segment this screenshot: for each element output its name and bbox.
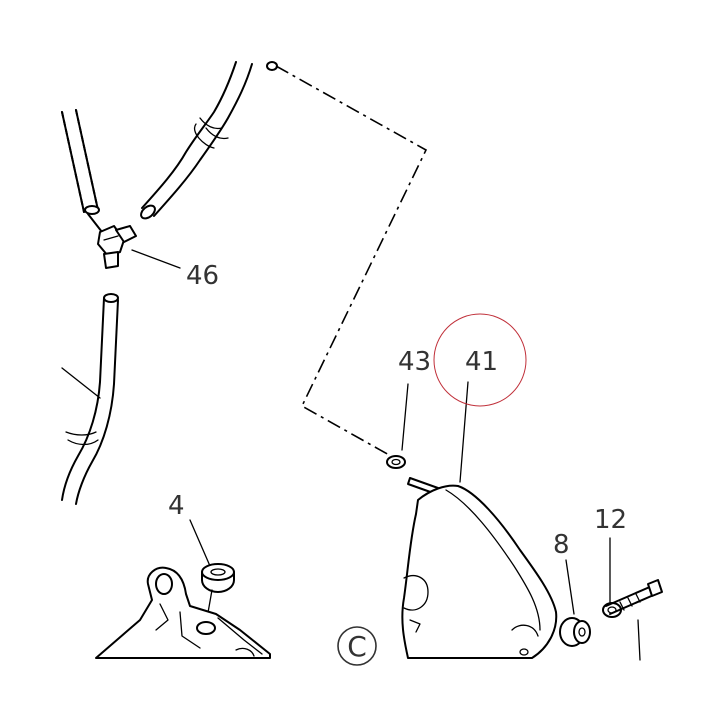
hose-clip [266,61,278,71]
hose-left-upper [61,109,103,233]
highlight-circle [433,313,527,407]
label-43: 43 [398,347,431,377]
label-8: 8 [553,530,570,560]
view-marker-label: C [347,630,367,663]
label-4: 4 [168,491,185,521]
routing-line [275,65,428,461]
hose-left-lower [61,293,119,505]
part-41-reservoir [401,477,558,659]
view-marker: C [337,626,377,666]
label-46: 46 [186,261,219,291]
label-12: 12 [594,505,627,535]
part-43-oring [386,455,406,469]
hose-right-upper [140,61,253,220]
leader-lines [131,249,641,661]
label-41: 41 [465,347,498,377]
bolt [605,579,663,615]
mounting-bracket [95,566,271,659]
y-connector [97,225,137,269]
part-8-grommet [559,617,591,647]
part-4-bushing [201,563,235,625]
